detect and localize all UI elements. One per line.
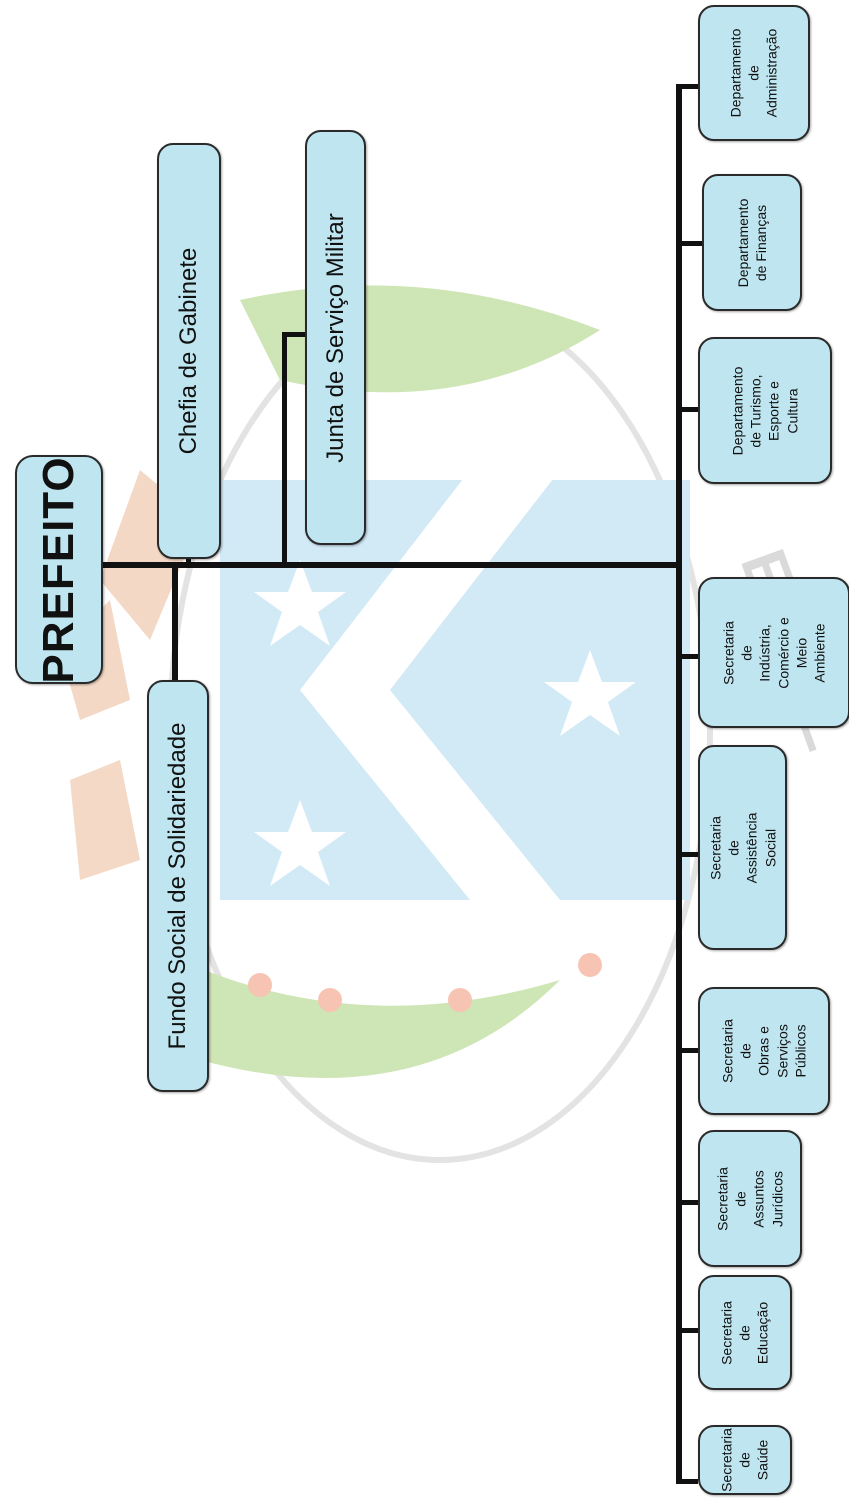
chefia-de-gabinete-box: Chefia de Gabinete <box>157 143 221 559</box>
fundo-social-label: Fundo Social de Solidariedade <box>164 722 191 1050</box>
unit-label: Secretaria de Indústria, Comércio e Meio… <box>720 616 828 689</box>
tick-administracao <box>676 84 698 89</box>
tick-industria <box>676 654 698 659</box>
unit-label: Secretaria de Assistência Social <box>707 812 778 883</box>
unit-label: Departamento de Finanças <box>734 198 769 287</box>
unit-label: Secretaria de Saúde <box>718 1428 772 1492</box>
chefia-connector <box>186 554 191 566</box>
fundo-connector <box>172 562 178 682</box>
unit-box-saude: Secretaria de Saúde <box>698 1425 792 1495</box>
junta-servico-militar-label: Junta de Serviço Militar <box>321 212 349 463</box>
tick-educacao <box>676 1328 698 1333</box>
unit-box-assistencia: Secretaria de Assistência Social <box>698 745 787 950</box>
junta-connector-horizontal <box>282 332 306 337</box>
chefia-de-gabinete-label: Chefia de Gabinete <box>175 247 202 455</box>
unit-label: Secretaria de Assuntos Jurídicos <box>714 1166 786 1231</box>
unit-label: Departamento de Administração <box>727 28 781 118</box>
prefeito-box: PREFEITO <box>15 455 103 684</box>
fundo-social-box: Fundo Social de Solidariedade <box>147 680 209 1092</box>
unit-box-turismo: Departamento de Turismo, Esporte e Cultu… <box>698 337 832 484</box>
unit-box-obras: Secretaria de Obras e Serviços Públicos <box>698 987 830 1115</box>
unit-label: Secretaria de Educação <box>718 1300 772 1365</box>
junta-connector-vertical <box>282 332 287 566</box>
departments-vertical-line <box>676 86 682 1482</box>
tick-obras <box>676 1048 698 1053</box>
tick-turismo <box>676 407 698 412</box>
unit-box-industria: Secretaria de Indústria, Comércio e Meio… <box>698 577 849 728</box>
tick-juridicos <box>676 1200 698 1205</box>
unit-label: Departamento de Turismo, Esporte e Cultu… <box>729 366 801 455</box>
unit-label: Secretaria de Obras e Serviços Públicos <box>719 1019 809 1083</box>
unit-box-juridicos: Secretaria de Assuntos Jurídicos <box>698 1130 802 1267</box>
tick-saude <box>676 1479 698 1484</box>
main-horizontal-line <box>100 562 680 568</box>
junta-servico-militar-box: Junta de Serviço Militar <box>305 130 366 545</box>
tick-assistencia <box>676 852 698 857</box>
unit-box-educacao: Secretaria de Educação <box>698 1275 792 1390</box>
prefeito-label: PREFEITO <box>34 455 83 684</box>
unit-box-administracao: Departamento de Administração <box>698 5 810 141</box>
unit-box-financas: Departamento de Finanças <box>702 174 802 311</box>
tick-financas <box>676 241 702 246</box>
